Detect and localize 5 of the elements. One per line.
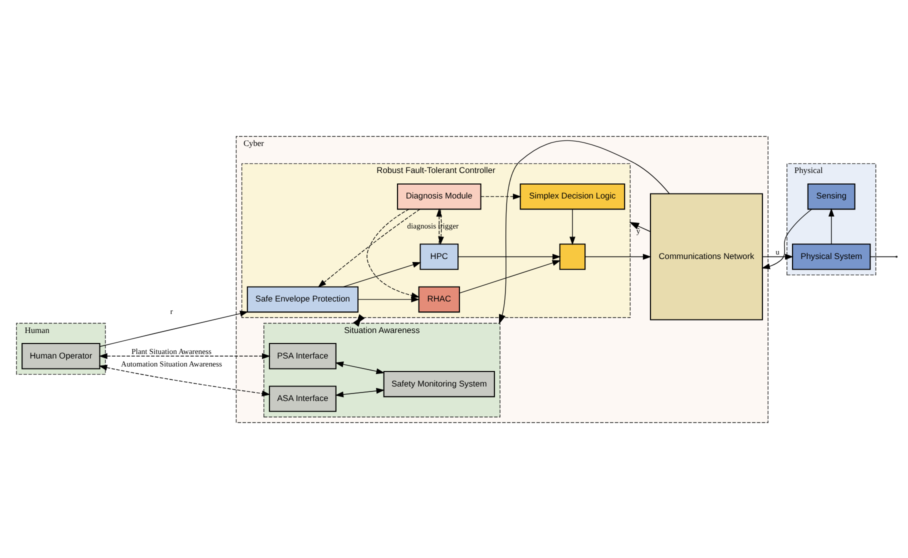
edge-label: Plant Situation Awareness [131, 346, 212, 356]
edge-label: ŷ [636, 226, 640, 235]
edge-label: Automation Situation Awareness [121, 358, 222, 368]
edge-label: r [170, 306, 173, 316]
edge-label: u [776, 247, 780, 256]
